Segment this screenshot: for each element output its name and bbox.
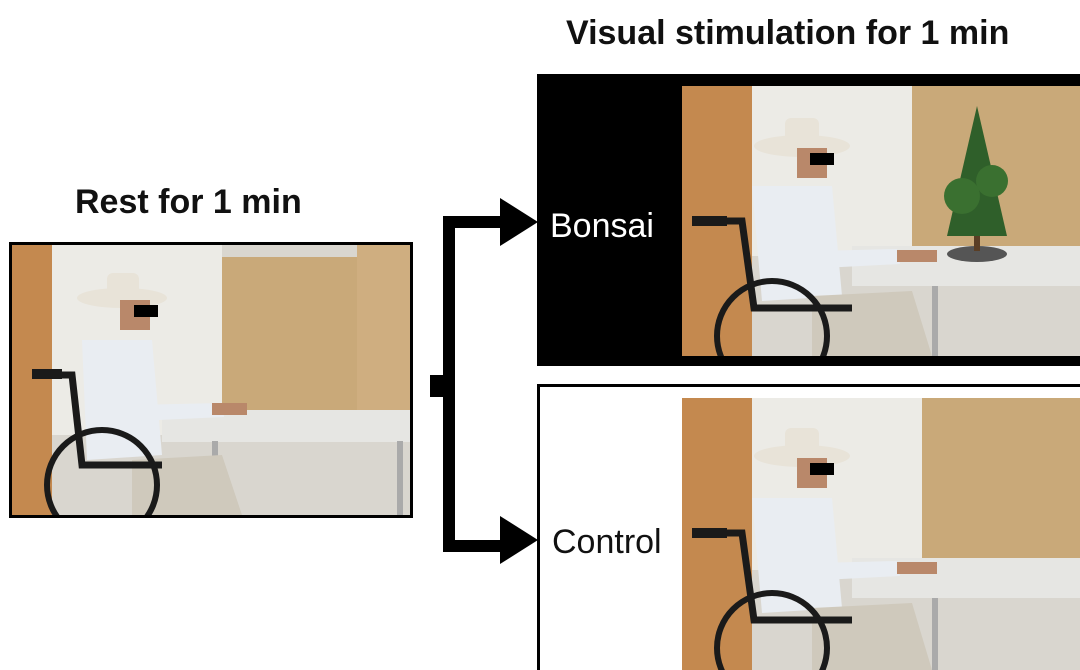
control-panel: Control [537, 384, 1080, 670]
stimulation-title: Visual stimulation for 1 min [566, 14, 1010, 52]
bonsai-label: Bonsai [550, 207, 654, 245]
rest-photo [12, 245, 410, 515]
rest-title: Rest for 1 min [75, 183, 302, 221]
bonsai-photo [682, 86, 1080, 356]
arrow-right-icon [500, 516, 538, 564]
control-photo [682, 398, 1080, 670]
bonsai-tree-icon [944, 106, 1008, 262]
control-label: Control [552, 523, 662, 561]
arrow-right-icon [500, 198, 538, 246]
rest-photo-frame [9, 242, 413, 518]
bonsai-panel: Bonsai [537, 74, 1080, 366]
branch-connector [430, 216, 513, 552]
